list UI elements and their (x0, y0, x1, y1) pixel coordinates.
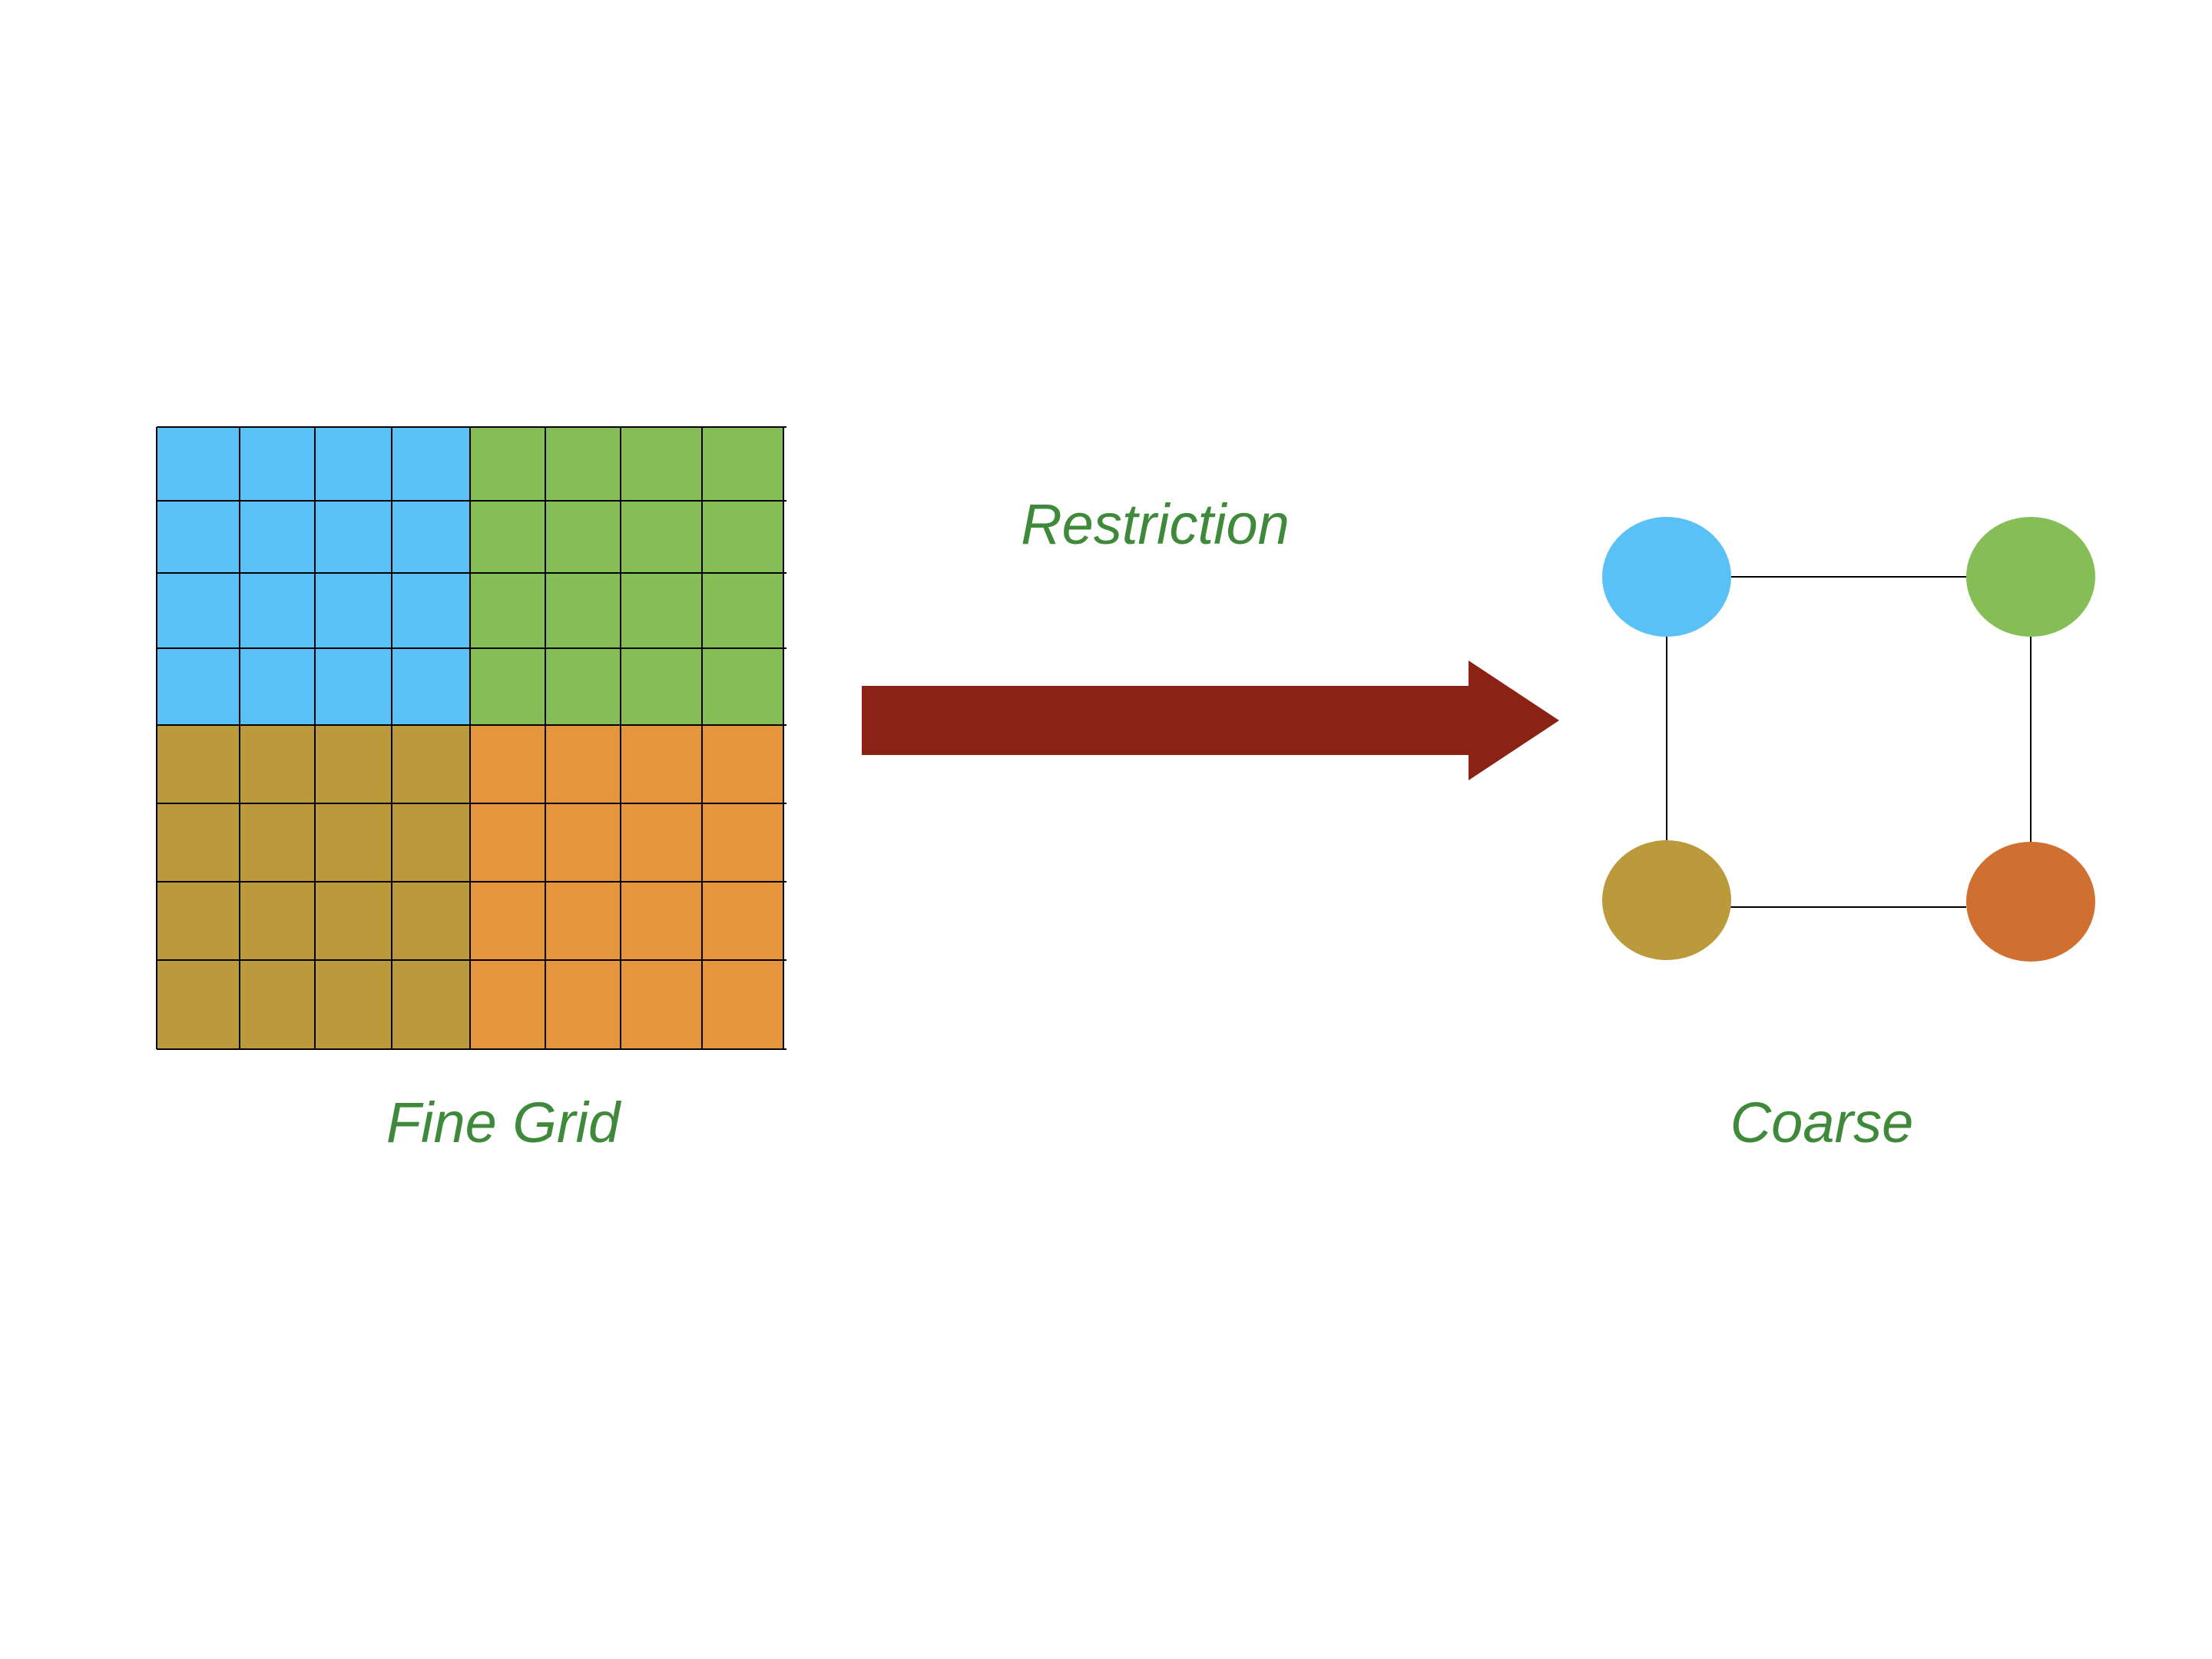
fine-grid-lines (156, 426, 786, 1050)
quadrant-top-right (470, 427, 783, 725)
quadrant-bottom-right (470, 725, 783, 1049)
coarse-node-bottom-right (1966, 842, 2095, 962)
coarse-node-top-left (1602, 517, 1731, 637)
quadrant-top-left (157, 427, 470, 725)
coarse-graph (1602, 517, 2095, 962)
coarse-edges (1666, 576, 2032, 908)
quadrant-bottom-left (157, 725, 470, 1049)
fine-grid (156, 426, 786, 1050)
fine-grid-label: Fine Grid (386, 1091, 621, 1154)
coarse-node-top-right (1966, 517, 2095, 637)
restriction-label: Restriction (1021, 492, 1290, 556)
restriction-arrow (862, 661, 1559, 780)
coarse-node-bottom-left (1602, 840, 1731, 960)
coarse-label: Coarse (1730, 1091, 1914, 1154)
